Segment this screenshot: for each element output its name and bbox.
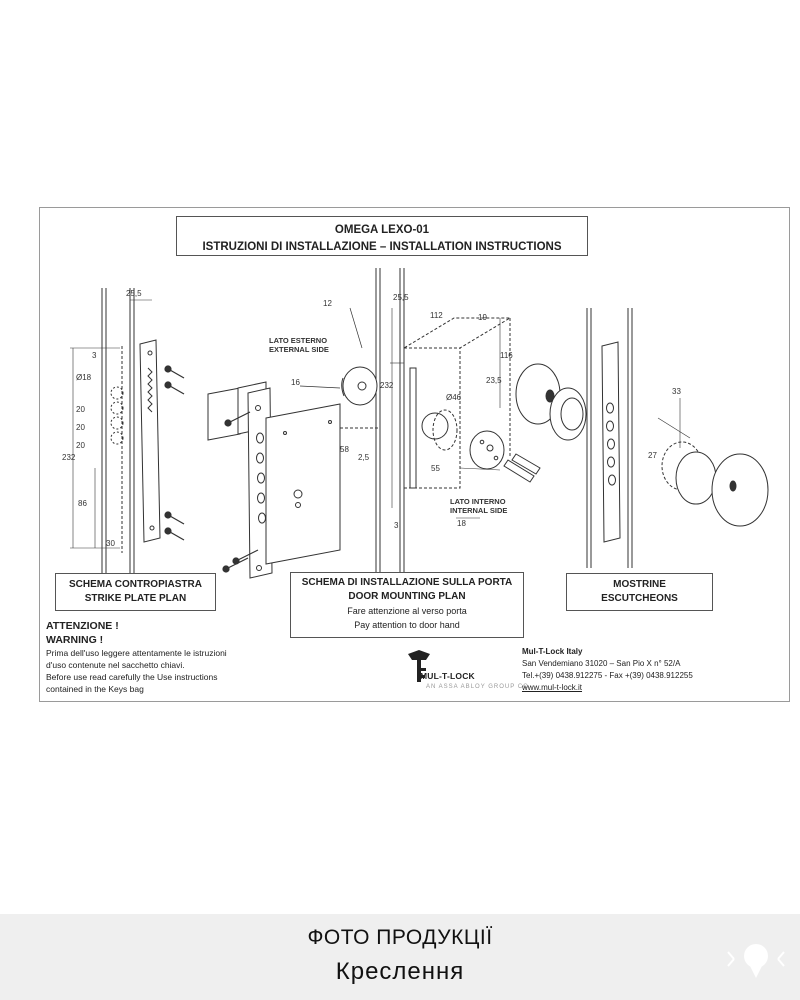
dim-2-5: 2,5 xyxy=(358,453,370,462)
internal-side-label-en: INTERNAL SIDE xyxy=(450,506,507,515)
footer-caption-line-1: ФОТО ПРОДУКЦІЇ xyxy=(307,926,493,949)
escutcheons-label: MOSTRINE ESCUTCHEONS xyxy=(566,573,713,611)
dim-diam-46: Ø46 xyxy=(446,393,462,402)
door-mounting-label-en: DOOR MOUNTING PLAN xyxy=(348,591,466,602)
title-box: OMEGA LEXO-01 ISTRUZIONI DI INSTALLAZION… xyxy=(176,216,588,256)
dim-12: 12 xyxy=(323,299,332,308)
watermark-icon xyxy=(727,944,785,978)
dim-112: 112 xyxy=(430,311,443,320)
strike-plate-label-it: SCHEMA CONTROPIASTRA xyxy=(69,579,202,590)
key-logo-icon xyxy=(408,650,430,682)
door-hand-note-en: Pay attention to door hand xyxy=(354,620,460,630)
escutcheons-drawing xyxy=(515,308,769,568)
external-side-label-en: EXTERNAL SIDE xyxy=(269,345,329,354)
warning-text-it-2: d'uso contenute nel sacchetto chiavi. xyxy=(46,660,185,670)
dim-33: 33 xyxy=(672,387,681,396)
contact-company: Mul-T-Lock Italy xyxy=(522,647,583,656)
strike-plate-label-en: STRIKE PLATE PLAN xyxy=(84,593,187,604)
door-hand-note-it: Fare attenzione al verso porta xyxy=(347,606,467,616)
logo-subtitle: AN ASSA ABLOY GROUP CO. xyxy=(426,684,532,690)
dim-86: 86 xyxy=(78,499,87,508)
warning-heading-it: ATTENZIONE ! xyxy=(46,620,119,632)
escutcheons-label-en: ESCUTCHEONS xyxy=(601,593,678,604)
dim-19: 19 xyxy=(478,313,487,322)
warning-heading-en: WARNING ! xyxy=(46,634,104,646)
warning-text-en-1: Before use read carefully the Use instru… xyxy=(46,672,218,682)
dim-30: 30 xyxy=(106,539,115,548)
contact-address: San Vendemiano 31020 – San Pio X n° 52/A xyxy=(522,659,681,668)
internal-side-label-it: LATO INTERNO xyxy=(450,497,506,506)
dim-25-5-center: 25,5 xyxy=(393,293,409,302)
dim-16: 16 xyxy=(291,378,300,387)
dim-27: 27 xyxy=(648,451,657,460)
dim-3-left: 3 xyxy=(92,351,97,360)
contact-block: Mul-T-Lock Italy San Vendemiano 31020 – … xyxy=(522,646,762,694)
warning-block: ATTENZIONE ! WARNING ! Prima dell'uso le… xyxy=(46,619,286,695)
door-mounting-label-it: SCHEMA DI INSTALLAZIONE SULLA PORTA xyxy=(301,577,513,588)
strike-plate-drawing xyxy=(70,288,185,576)
dim-23-5: 23,5 xyxy=(486,376,502,385)
dim-diam-18: Ø18 xyxy=(76,373,92,382)
contact-phone: Tel.+(39) 0438.912275 - Fax +(39) 0438.9… xyxy=(522,671,693,680)
escutcheons-label-it: MOSTRINE xyxy=(613,579,666,590)
warning-text-it-1: Prima dell'uso leggere attentamente le i… xyxy=(46,648,227,658)
lock-body-drawing xyxy=(207,268,541,579)
model-title: OMEGA LEXO-01 xyxy=(334,224,430,236)
door-mounting-label: SCHEMA DI INSTALLAZIONE SULLA PORTA DOOR… xyxy=(290,572,524,638)
footer-caption-line-2: Креслення xyxy=(335,958,465,985)
dim-18-center: 18 xyxy=(457,519,466,528)
dim-25-5-left: 25,5 xyxy=(126,289,142,298)
dim-20-a: 20 xyxy=(76,405,85,414)
dim-58: 58 xyxy=(340,445,349,454)
dim-3-center: 3 xyxy=(394,521,399,530)
dim-116: 116 xyxy=(500,351,513,360)
dim-20-c: 20 xyxy=(76,441,85,450)
warning-text-en-2: contained in the Keys bag xyxy=(46,684,144,694)
dim-20-b: 20 xyxy=(76,423,85,432)
contact-website: www.mul-t-lock.it xyxy=(522,683,583,692)
mul-t-lock-logo: MUL-T-LOCK AN ASSA ABLOY GROUP CO. xyxy=(390,648,530,690)
instruction-sheet: 25,5 3 Ø18 20 20 20 232 86 30 xyxy=(39,207,790,702)
logo-name: MUL-T-LOCK xyxy=(420,671,475,681)
dim-232-left: 232 xyxy=(62,453,76,462)
dim-232-center: 232 xyxy=(380,381,394,390)
dim-55: 55 xyxy=(431,464,440,473)
strike-plate-label: SCHEMA CONTROPIASTRA STRIKE PLATE PLAN xyxy=(55,573,216,611)
instructions-title: ISTRUZIONI DI INSTALLAZIONE – INSTALLATI… xyxy=(202,241,562,253)
technical-drawing: 25,5 3 Ø18 20 20 20 232 86 30 xyxy=(62,268,769,579)
caption-footer: ФОТО ПРОДУКЦІЇ Креслення xyxy=(0,914,800,1000)
external-side-label-it: LATO ESTERNO xyxy=(269,336,327,345)
